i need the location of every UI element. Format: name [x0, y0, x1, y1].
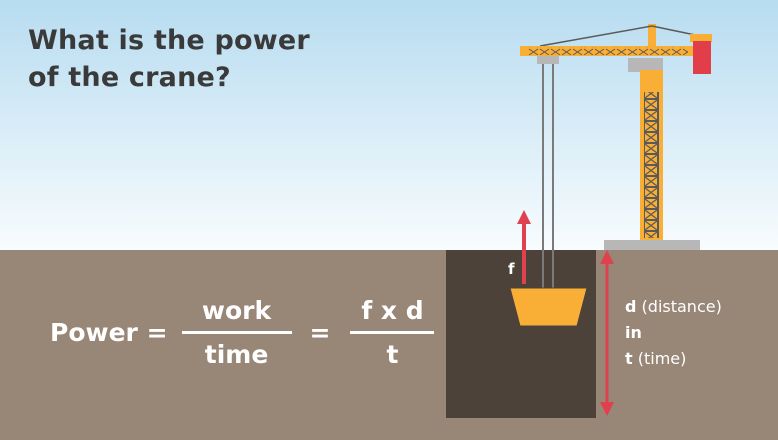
force-arrow	[517, 210, 531, 284]
question-line-1: What is the power	[28, 25, 310, 56]
time-label: t (time)	[625, 346, 722, 372]
formula-equals: =	[309, 318, 331, 347]
fraction-fd-over-t: f x d t	[350, 296, 435, 369]
crane-bucket	[509, 287, 588, 327]
fraction-work-over-time: work time	[181, 296, 292, 369]
distance-time-labels: d (distance) in t (time)	[625, 294, 722, 372]
distance-label: d (distance)	[625, 294, 722, 320]
distance-symbol: d	[625, 297, 637, 316]
fraction-denominator-t: t	[386, 340, 399, 369]
distance-word: (distance)	[641, 297, 722, 316]
ground	[0, 250, 778, 440]
fraction-numerator-work: work	[201, 296, 272, 325]
question-heading: What is the power of the crane?	[28, 22, 310, 96]
distance-arrow	[600, 250, 614, 416]
fraction-bar	[350, 331, 435, 334]
crane-trolley	[537, 56, 559, 64]
crane-counterweight	[693, 41, 711, 74]
fraction-numerator-fd: f x d	[361, 296, 424, 325]
crane-base	[604, 240, 700, 250]
force-label: f	[508, 260, 515, 278]
time-symbol: t	[625, 349, 633, 368]
tower-crane	[509, 24, 712, 327]
crane-peak	[648, 24, 656, 46]
pit	[446, 250, 596, 418]
crane-cab	[628, 58, 663, 72]
formula-lhs: Power =	[50, 318, 168, 347]
in-word: in	[625, 323, 642, 342]
power-formula: Power = work time = f x d t	[50, 296, 435, 369]
fraction-denominator-time: time	[204, 340, 269, 369]
question-line-2: of the crane?	[28, 62, 231, 93]
fraction-bar	[181, 331, 292, 334]
in-label: in	[625, 320, 722, 346]
time-word: (time)	[637, 349, 687, 368]
